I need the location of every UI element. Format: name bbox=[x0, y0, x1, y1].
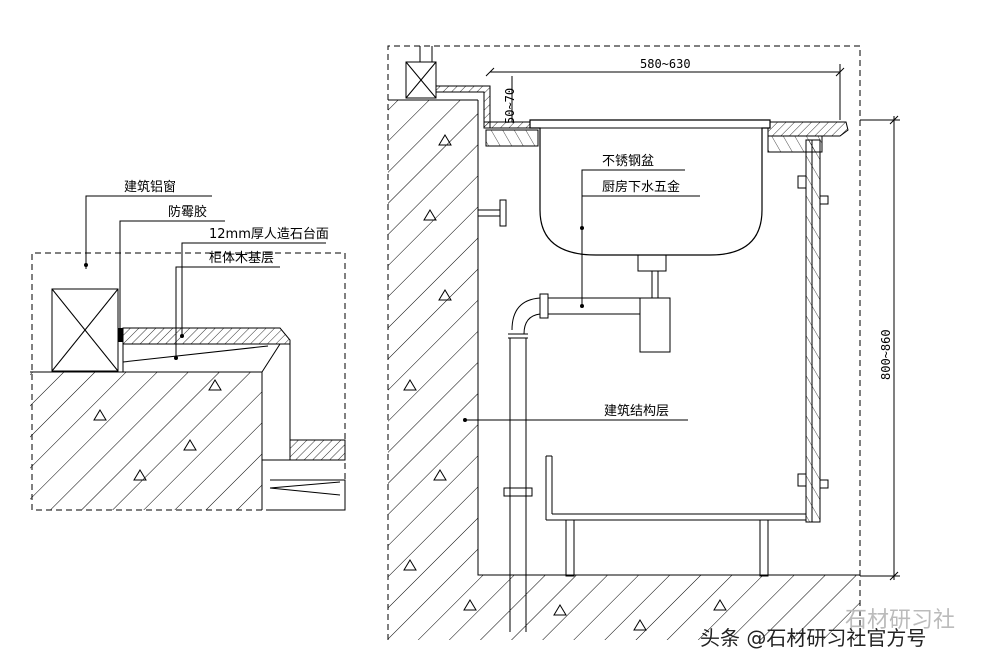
label-hardware: 厨房下水五金 bbox=[602, 179, 680, 195]
label-window: 建筑铝窗 bbox=[124, 179, 176, 195]
aggregate-mark bbox=[208, 379, 222, 391]
aggregate-mark bbox=[183, 439, 197, 451]
right-section: 580~630 50~70 800~860 不锈钢盆 厨房下水五金 建筑结构层 bbox=[387, 45, 900, 640]
countertop-right bbox=[767, 121, 849, 137]
right-section-frame bbox=[387, 45, 861, 640]
wall-structure bbox=[388, 100, 860, 640]
label-sealant: 防霉胶 bbox=[168, 204, 207, 220]
leader-window bbox=[85, 195, 212, 269]
label-structure: 建筑结构层 bbox=[604, 403, 669, 419]
label-countertop: 12mm厚人造石台面 bbox=[209, 227, 329, 242]
concrete-mass bbox=[30, 372, 262, 510]
leader-sealant bbox=[119, 220, 225, 333]
cabinet-leg bbox=[759, 519, 769, 577]
watermark-faded: 石材研习社 bbox=[845, 608, 955, 633]
dim-width-label: 580~630 bbox=[640, 57, 691, 71]
leader-cabinet-base bbox=[175, 266, 280, 358]
dim-lip-label: 50~70 bbox=[503, 88, 517, 124]
aggregate-mark bbox=[133, 469, 147, 481]
water-valve bbox=[499, 199, 507, 227]
sink-drain bbox=[637, 254, 667, 272]
watermark-text: 头条 @石材研习社官方号 bbox=[700, 626, 926, 650]
sink-bowl bbox=[529, 119, 771, 256]
cabinet-leg bbox=[565, 519, 575, 577]
countertop-layer bbox=[122, 327, 291, 345]
trap-box bbox=[639, 297, 671, 353]
leader-sink bbox=[581, 169, 685, 226]
aggregate-mark bbox=[93, 409, 107, 421]
cabinet-base-layer bbox=[122, 343, 281, 373]
left-detail: 建筑铝窗 防霉胶 12mm厚人造石台面 柜体木基层 bbox=[30, 179, 346, 511]
label-cabinet-base: 柜体木基层 bbox=[209, 251, 274, 266]
leader-countertop bbox=[181, 242, 326, 336]
dim-height-label: 800~860 bbox=[879, 329, 893, 380]
window-frame-section bbox=[405, 61, 437, 99]
label-sink: 不锈钢盆 bbox=[602, 154, 654, 169]
watermark: 石材研习社 头条 @石材研习社官方号 bbox=[700, 608, 955, 650]
sealant-block bbox=[118, 328, 123, 342]
